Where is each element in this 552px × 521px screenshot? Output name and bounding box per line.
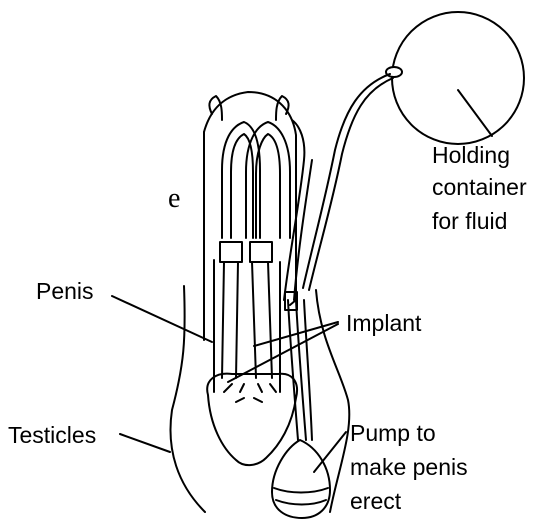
- leader-penis: [112, 296, 212, 342]
- label-pump-line3: erect: [350, 486, 401, 516]
- label-pump-line2: make penis: [350, 452, 468, 482]
- leader-holding: [458, 90, 492, 136]
- leader-testicles: [120, 434, 170, 452]
- pump-bulb-stripe: [274, 488, 328, 493]
- base-mark-3: [258, 384, 262, 392]
- label-penis: Penis: [36, 276, 94, 306]
- leader-implant-1: [254, 322, 338, 346]
- pump-bulb-stripe-2: [276, 500, 326, 505]
- label-implant: Implant: [346, 308, 421, 338]
- base-mark-6: [254, 398, 262, 402]
- label-pump-line1: Pump to: [350, 418, 436, 448]
- label-testicles: Testicles: [8, 420, 96, 450]
- base-mark-1: [224, 384, 232, 392]
- cylinder-band-right: [250, 242, 272, 262]
- base-mark-5: [236, 398, 244, 402]
- edge-fragment-text: e: [168, 183, 180, 215]
- label-holding-line2: container: [432, 172, 527, 202]
- label-holding-line3: for fluid: [432, 206, 507, 236]
- base-mark-2: [240, 384, 244, 392]
- pump-bulb: [272, 440, 330, 518]
- scrotum-left-wall: [170, 286, 205, 512]
- cylinder-left-lower-2: [236, 262, 238, 378]
- cylinder-right-lower: [252, 262, 256, 378]
- cylinder-band-left: [220, 242, 242, 262]
- implant-base: [207, 374, 297, 465]
- reservoir-tube-outer: [303, 74, 390, 288]
- base-mark-4: [270, 384, 276, 392]
- cylinder-left-outer: [222, 122, 260, 238]
- penis-shaft: [204, 92, 296, 305]
- cylinder-left-inner: [231, 134, 253, 238]
- glans-right-tip: [276, 96, 289, 120]
- label-holding-line1: Holding: [432, 140, 510, 170]
- cylinder-left-lower: [222, 262, 224, 378]
- reservoir-tube-inner: [309, 78, 393, 290]
- fluid-reservoir: [392, 12, 524, 144]
